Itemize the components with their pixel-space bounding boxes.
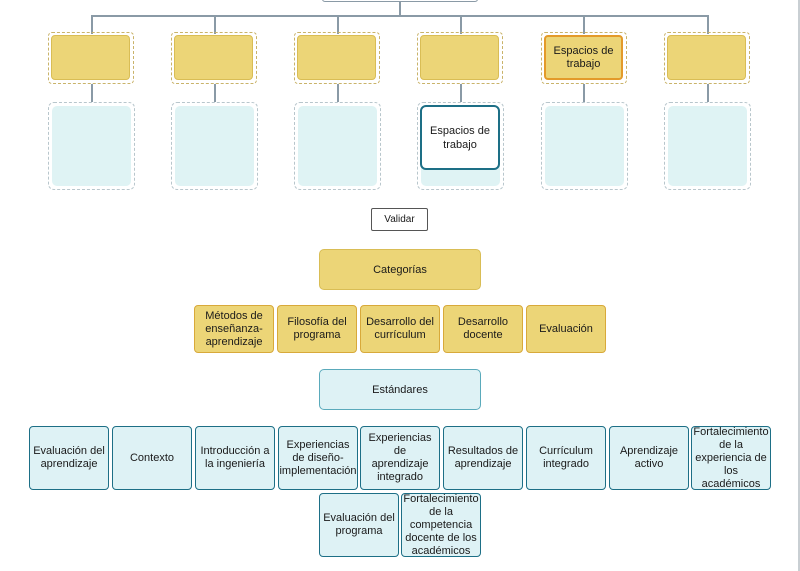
category-card-docente[interactable]: Desarrollo docente	[443, 305, 523, 353]
standard-card-aprendizaje-activo[interactable]: Aprendizaje activo	[609, 426, 689, 490]
category-drop-slot-4[interactable]	[417, 32, 503, 84]
tree-connector	[707, 84, 709, 102]
slot-fill	[175, 106, 254, 186]
standards-title: Estándares	[319, 369, 481, 410]
category-drop-slot-5[interactable]: Espacios de trabajo	[541, 32, 627, 84]
standard-card-experiencias-aprendizaje[interactable]: Experiencias de aprendizaje integrado	[360, 426, 440, 490]
tree-connector	[91, 84, 93, 102]
categories-title: Categorías	[319, 249, 481, 290]
standard-drop-slot-6[interactable]	[664, 102, 751, 190]
tree-connector	[91, 15, 709, 17]
placed-category-card[interactable]: Espacios de trabajo	[544, 35, 623, 80]
category-card-evaluacion[interactable]: Evaluación	[526, 305, 606, 353]
standard-drop-slot-5[interactable]	[541, 102, 628, 190]
slot-fill	[298, 106, 377, 186]
validate-button[interactable]: Validar	[371, 208, 428, 231]
tree-connector	[583, 84, 585, 102]
standard-card-fortalecimiento-competencia[interactable]: Fortalecimiento de la competencia docent…	[401, 493, 481, 557]
slot-fill	[668, 106, 747, 186]
standard-card-resultados[interactable]: Resultados de aprendizaje	[443, 426, 523, 490]
standard-drop-slot-2[interactable]	[171, 102, 258, 190]
standard-drop-slot-4[interactable]: Espacios de trabajo	[417, 102, 504, 190]
standard-card-experiencias-diseno[interactable]: Experiencias de diseño-implementación	[278, 426, 358, 490]
tree-connector	[399, 2, 401, 16]
window-frame-edge	[798, 0, 800, 571]
standard-card-contexto[interactable]: Contexto	[112, 426, 192, 490]
tree-connector	[214, 84, 216, 102]
tree-connector	[707, 15, 709, 34]
category-slot-fill	[667, 35, 746, 80]
tree-connector	[583, 15, 585, 34]
category-drop-slot-6[interactable]	[664, 32, 750, 84]
tree-connector	[91, 15, 93, 34]
placed-standard-card[interactable]: Espacios de trabajo	[420, 105, 500, 170]
category-card-metodos[interactable]: Métodos de enseñanza-aprendizaje	[194, 305, 274, 353]
standard-card-curriculum-integrado[interactable]: Currículum integrado	[526, 426, 606, 490]
category-slot-fill	[51, 35, 130, 80]
category-slot-fill	[297, 35, 376, 80]
tree-connector	[337, 84, 339, 102]
category-card-curriculum[interactable]: Desarrollo del currículum	[360, 305, 440, 353]
category-slot-fill	[174, 35, 253, 80]
standard-card-evaluacion-aprendizaje[interactable]: Evaluación del aprendizaje	[29, 426, 109, 490]
tree-connector	[460, 84, 462, 102]
slot-fill	[52, 106, 131, 186]
category-drop-slot-2[interactable]	[171, 32, 257, 84]
category-drop-slot-3[interactable]	[294, 32, 380, 84]
category-card-filosofia[interactable]: Filosofía del programa	[277, 305, 357, 353]
category-slot-fill	[420, 35, 499, 80]
standard-drop-slot-3[interactable]	[294, 102, 381, 190]
category-drop-slot-1[interactable]	[48, 32, 134, 84]
standard-card-fortalecimiento-experiencia[interactable]: Fortalecimiento de la experiencia de los…	[691, 426, 771, 490]
tree-connector	[460, 15, 462, 34]
standard-card-evaluacion-programa[interactable]: Evaluación del programa	[319, 493, 399, 557]
standard-drop-slot-1[interactable]	[48, 102, 135, 190]
standard-card-introduccion[interactable]: Introducción a la ingeniería	[195, 426, 275, 490]
slot-fill	[545, 106, 624, 186]
tree-connector	[337, 15, 339, 34]
tree-connector	[214, 15, 216, 34]
